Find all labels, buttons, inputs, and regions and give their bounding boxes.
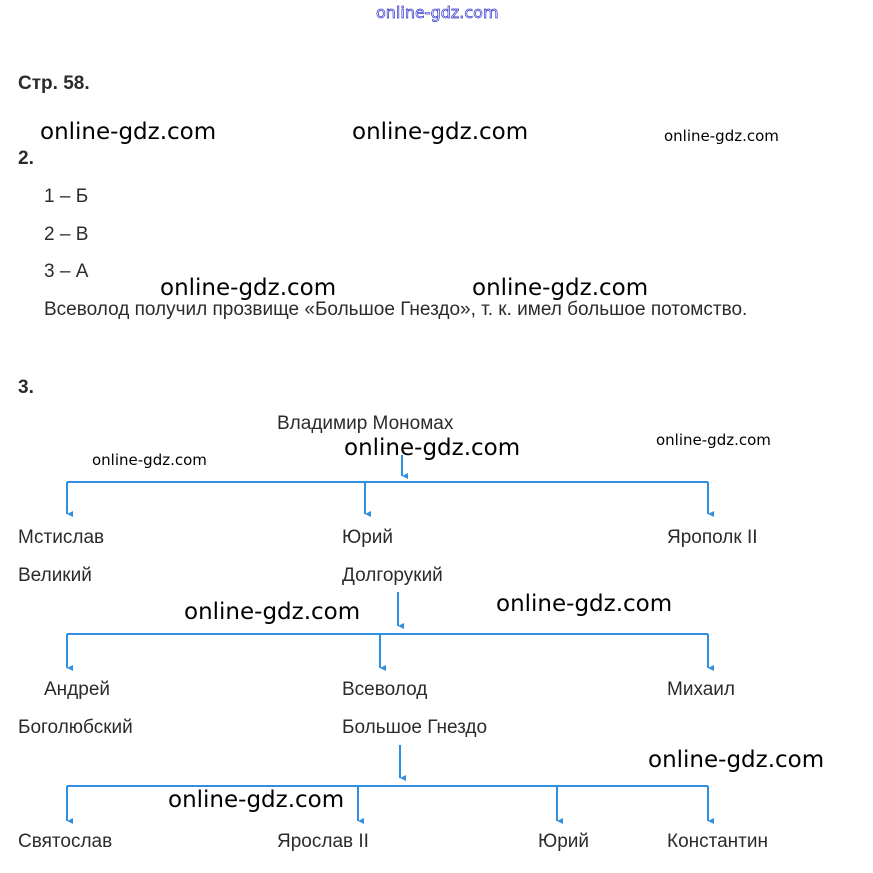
watermark: online-gdz.com [344,435,521,461]
tree-node: Константин [667,831,768,852]
watermark: online-gdz.com [184,599,361,625]
tree-node-epithet: Долгорукий [342,565,443,586]
tree-node: Юрий [342,527,393,548]
watermark: online-gdz.com [168,787,345,813]
tree-node-epithet: Великий [18,565,92,586]
tree-node-epithet: Боголюбский [18,717,133,738]
watermark: online-gdz.com [664,127,779,145]
watermark: online-gdz.com [496,591,673,617]
watermark: online-gdz.com [160,275,337,301]
tree-node: Андрей [44,679,110,700]
answer: 2 – В [44,224,89,245]
watermark: online-gdz.com [92,451,207,469]
tree-node-epithet: Большое Гнездо [342,717,488,738]
tree-node: Михаил [667,679,735,700]
watermark: online-gdz.com [648,747,825,773]
tree-node: Юрий [538,831,589,852]
answer: 3 – А [44,261,89,282]
watermark: online-gdz.com [352,119,529,145]
answer: 1 – Б [44,186,89,207]
task3-number: 3. [18,377,34,398]
tree-root: Владимир Мономах [277,413,454,434]
tree-node: Ярополк II [667,527,758,548]
task2-number: 2. [18,148,34,169]
explanation: Всеволод получил прозвище «Большое Гнезд… [44,299,748,320]
tree-node: Всеволод [342,679,428,700]
watermark: online-gdz.com [656,431,771,449]
tree-node: Святослав [18,831,113,852]
header-watermark: online-gdz.com [376,3,499,23]
tree-node: Ярослав II [277,831,369,852]
tree-node: Мстислав [18,527,105,548]
page-title: Стр. 58. [18,73,90,94]
watermark: online-gdz.com [472,275,649,301]
watermark: online-gdz.com [40,119,217,145]
